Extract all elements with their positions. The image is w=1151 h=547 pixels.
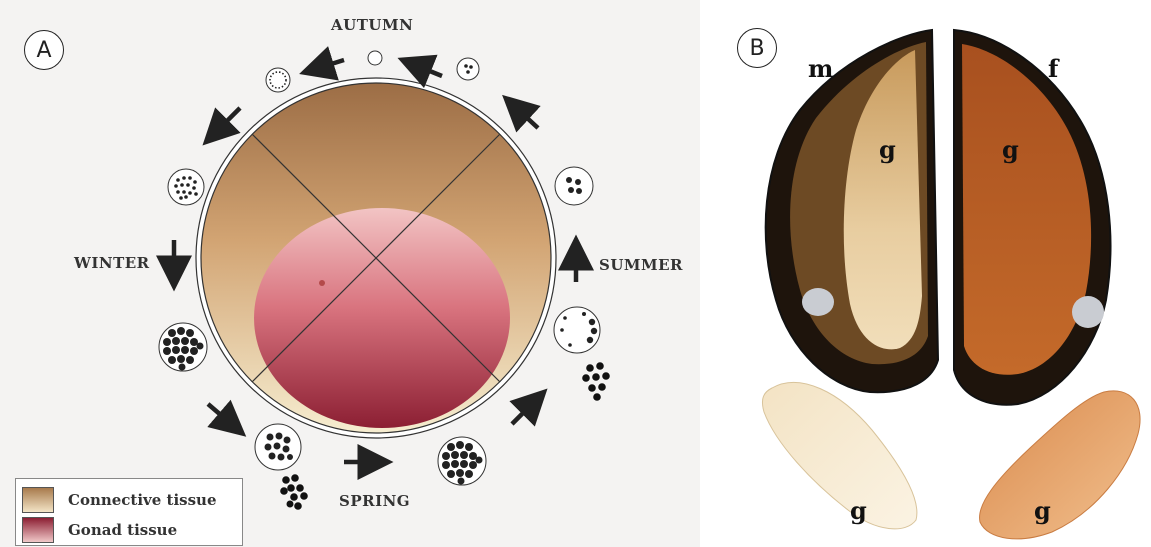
legend-item-gonad: Gonad tissue (22, 517, 177, 543)
legend-label-connective: Connective tissue (68, 491, 217, 509)
gonad-cycle-svg (0, 0, 700, 547)
follicle-few-cells-icon (457, 58, 479, 80)
mussel-illustration-svg (700, 0, 1151, 547)
season-autumn-label: AUTUMN (331, 16, 413, 34)
male-muscle-scar (802, 288, 834, 316)
arrow-autumn-winter-icon (212, 108, 240, 136)
female-label: f (1048, 54, 1058, 83)
arrow-summer-autumn-icon (512, 104, 538, 128)
season-winter-label: WINTER (74, 254, 150, 272)
arrow-autumn-1-icon (410, 63, 442, 76)
arrow-spring-summer-icon (512, 398, 538, 424)
follicle-dotted-rim-icon (266, 68, 290, 92)
gonad-label-female-shell: g (1002, 135, 1019, 164)
follicle-empty-icon (368, 51, 382, 65)
gonad-spot (319, 280, 325, 286)
legend: Connective tissue Gonad tissue (15, 478, 243, 546)
arrow-autumn-2-icon (312, 60, 344, 70)
season-summer-label: SUMMER (599, 256, 683, 274)
legend-swatch-gonad (22, 517, 54, 543)
gonad-tissue-area (254, 208, 510, 428)
follicle-full-icon (159, 323, 207, 371)
follicle-releasing-icon (554, 307, 610, 401)
follicle-refilled-icon (438, 437, 486, 485)
arrow-winter-spring-icon (208, 404, 236, 428)
legend-item-connective: Connective tissue (22, 487, 217, 513)
female-muscle-scar (1072, 296, 1104, 328)
legend-swatch-connective (22, 487, 54, 513)
follicle-residual-icon (555, 167, 593, 205)
follicle-spawning-icon (255, 424, 308, 510)
legend-label-gonad: Gonad tissue (68, 521, 177, 539)
female-gonad-in-shell (962, 44, 1091, 375)
male-label: m (808, 54, 833, 83)
gonad-label-male-removed: g (850, 496, 867, 525)
male-gonad-removed (762, 382, 916, 528)
follicle-developing-icon (168, 169, 204, 205)
panel-a-cycle-diagram: A (0, 0, 700, 547)
panel-b-mussel-photo: B (700, 0, 1151, 547)
gonad-label-male-shell: g (879, 135, 896, 164)
gonad-label-female-removed: g (1034, 496, 1051, 525)
season-spring-label: SPRING (339, 492, 410, 510)
female-gonad-removed (980, 391, 1141, 539)
